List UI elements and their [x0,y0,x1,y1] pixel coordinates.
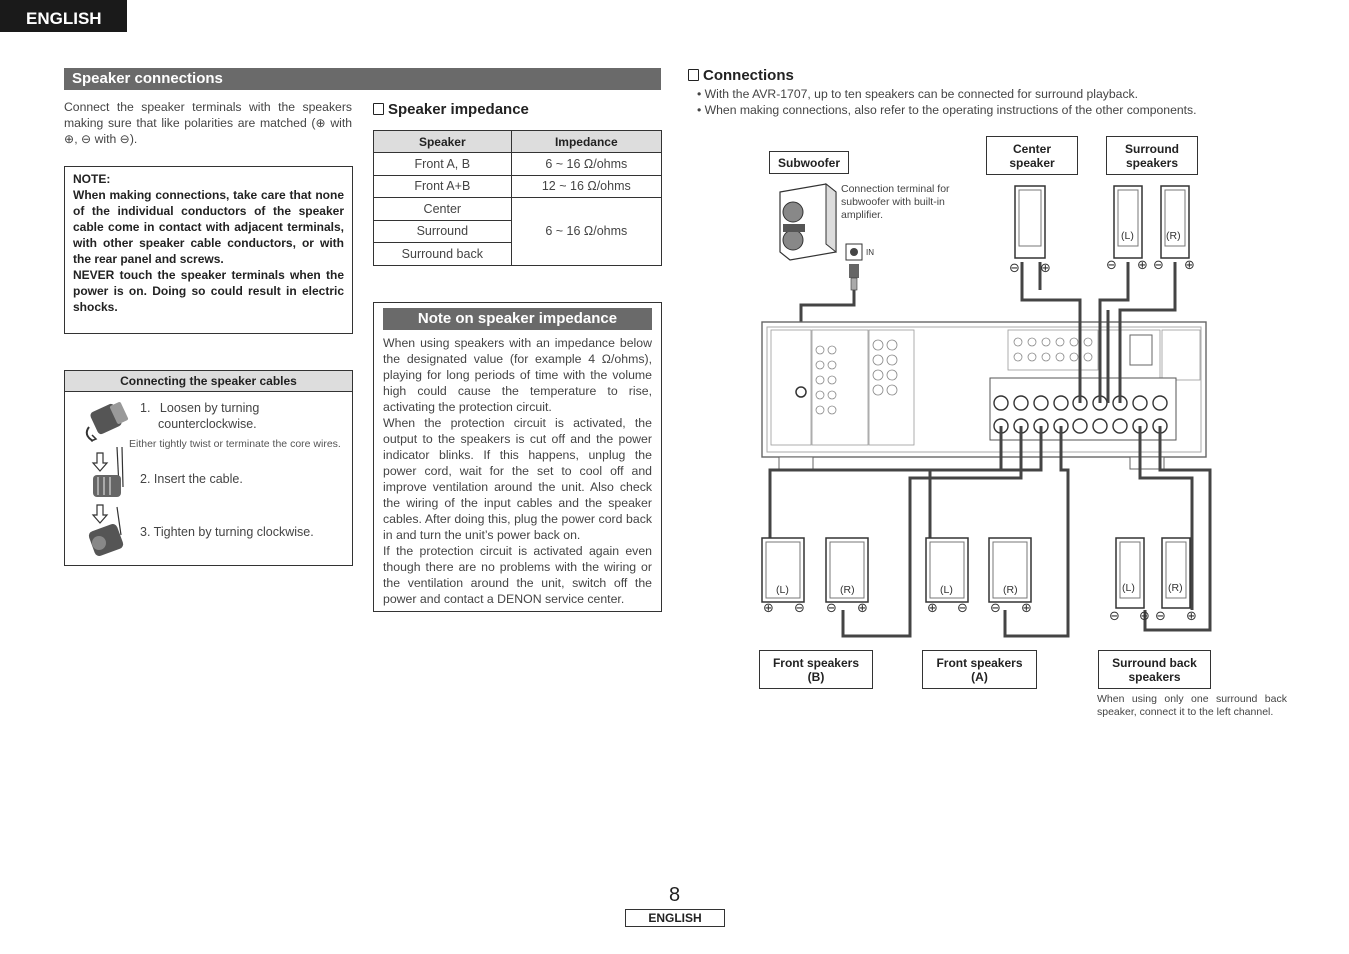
front-b-left-speaker-icon [761,537,805,603]
impedance-cell: 6 ~ 16 Ω/ohms [510,152,663,176]
speaker-cell: Surround back [373,242,512,266]
impedance-table: Speaker Impedance Front A, B 6 ~ 16 Ω/oh… [373,130,663,266]
table-row: Surround [373,219,662,243]
note-paragraph: When the protection circuit is activated… [383,416,652,542]
speaker-cell: Front A, B [373,152,512,176]
plus-icon: ⊕ [857,601,868,616]
column-header: Speaker [373,130,512,153]
table-row: Front A, B 6 ~ 16 Ω/ohms [373,152,663,176]
channel-label: (L) [1122,582,1135,594]
terminal-tighten-icon [88,506,124,556]
warning-note: NOTE: When making connections, take care… [64,166,353,334]
channel-label: (L) [940,584,953,596]
surround-back-left-speaker-icon [1115,537,1145,609]
checkbox-bullet-icon [688,69,699,81]
language-tab: ENGLISH [0,0,127,32]
rca-jack-icon [845,243,863,291]
impedance-note-title: Note on speaker impedance [383,308,652,330]
column-header: Impedance [510,130,663,153]
bullet-item: • When making connections, also refer to… [697,103,1197,117]
connections-bullets: • With the AVR-1707, up to ten speakers … [697,86,1197,118]
minus-icon: ⊖ [990,601,1001,616]
plus-icon: ⊕ [1184,258,1195,273]
channel-label: (L) [776,584,789,596]
table-row: Front A+B 12 ~ 16 Ω/ohms [373,174,663,198]
minus-icon: ⊖ [1106,258,1117,273]
channel-label: (R) [840,584,855,596]
section-title: Speaker connections [64,68,661,90]
footer-language: ENGLISH [625,909,725,927]
impedance-cell: 12 ~ 16 Ω/ohms [510,174,663,198]
surround-back-note: When using only one surround back speake… [1097,693,1287,718]
receiver-rear-panel [761,321,1207,470]
minus-icon: ⊖ [1155,609,1166,624]
subwoofer-label: Subwoofer [769,151,849,174]
in-label: IN [866,248,874,257]
channel-label: (R) [1166,230,1181,242]
speaker-cell: Center [373,197,512,221]
checkbox-bullet-icon [373,103,384,115]
plus-icon: ⊕ [1137,258,1148,273]
note-text-1: When making connections, take care that … [73,188,344,266]
plus-icon: ⊕ [927,601,938,616]
bullet-item: • With the AVR-1707, up to ten speakers … [697,87,1139,101]
surround-left-speaker-icon [1113,185,1143,259]
impedance-cell: 6 ~ 16 Ω/ohms [510,197,663,266]
front-a-left-speaker-icon [925,537,969,603]
minus-icon: ⊖ [794,601,805,616]
terminal-illustration [85,402,129,556]
impedance-note-box: Note on speaker impedance When using spe… [373,302,662,612]
terminal-loosen-icon [85,402,129,442]
connections-heading: Connections [688,67,794,84]
plus-icon: ⊕ [1021,601,1032,616]
step-3: 3. Tighten by turning clockwise. [140,525,314,539]
table-row: Surround back [373,242,662,266]
subwoofer-note: Connection terminal for subwoofer with b… [841,183,950,221]
plus-icon: ⊕ [763,601,774,616]
front-speakers-a-label: Front speakers (A) [922,650,1037,689]
speaker-cell: Surround [373,219,512,243]
plus-icon: ⊕ [1186,609,1197,624]
channel-label: (L) [1121,230,1134,242]
surround-back-speakers-label: Surround back speakers [1098,650,1211,689]
step-note: Either tightly twist or terminate the co… [129,438,341,450]
minus-icon: ⊖ [1153,258,1164,273]
cable-instructions: Connecting the speaker cables [64,370,353,566]
minus-icon: ⊖ [1009,261,1020,276]
front-speakers-b-label: Front speakers (B) [759,650,873,689]
center-speaker-icon [1014,185,1046,259]
intro-text: Connect the speaker terminals with the s… [64,100,352,146]
speaker-cell: Front A+B [373,174,512,198]
minus-icon: ⊖ [957,601,968,616]
channel-label: (R) [1003,584,1018,596]
surround-right-speaker-icon [1160,185,1190,259]
step-1: 1. Loosen by turning counterclockwise. [140,401,260,431]
note-label: NOTE: [73,172,111,186]
front-b-right-speaker-icon [825,537,869,603]
table-row: Center 6 ~ 16 Ω/ohms [373,197,663,266]
front-a-right-speaker-icon [988,537,1032,603]
impedance-note-body: When using speakers with an impedance be… [383,335,652,607]
surround-back-right-speaker-icon [1161,537,1191,609]
channel-label: (R) [1168,582,1183,594]
terminal-insert-icon [93,475,121,497]
step-2: 2. Insert the cable. [140,472,243,486]
minus-icon: ⊖ [1109,609,1120,624]
note-paragraph: When using speakers with an impedance be… [383,336,652,414]
down-arrow-icon [91,452,109,472]
note-text-2: NEVER touch the speaker terminals when t… [73,268,344,314]
cable-instructions-title: Connecting the speaker cables [65,371,352,392]
note-paragraph: If the protection circuit is activated a… [383,544,652,606]
down-arrow-icon [91,504,109,524]
plus-icon: ⊕ [1139,609,1150,624]
page-number: 8 [668,884,681,906]
impedance-heading: Speaker impedance [373,101,529,118]
plus-icon: ⊕ [1040,261,1051,276]
subwoofer-icon [779,182,837,261]
minus-icon: ⊖ [826,601,837,616]
surround-speakers-label: Surround speakers [1106,136,1198,175]
center-speaker-label: Center speaker [986,136,1078,175]
